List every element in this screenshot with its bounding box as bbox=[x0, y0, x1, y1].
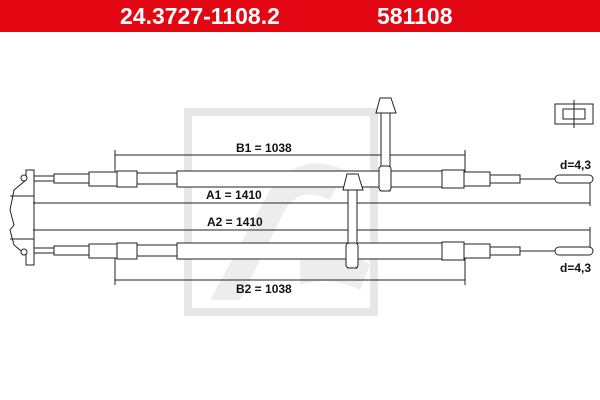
diameter-bottom: d=4,3 bbox=[560, 261, 591, 275]
dimension-a2: A2 = 1410 bbox=[207, 215, 263, 229]
title-bar: 24.3727-1108.2 581108 bbox=[0, 0, 600, 32]
cable-top bbox=[33, 169, 594, 189]
dimension-b1: B1 = 1038 bbox=[236, 141, 292, 155]
diameter-top: d=4,3 bbox=[560, 158, 591, 172]
dimension-b2: B2 = 1038 bbox=[236, 282, 292, 296]
reference-number: 581108 bbox=[377, 3, 453, 29]
bracket bbox=[9, 169, 35, 266]
dimension-lines bbox=[33, 150, 591, 285]
part-number: 24.3727-1108.2 bbox=[120, 3, 280, 29]
clip-bottom bbox=[342, 173, 364, 269]
cross-section-icon bbox=[554, 100, 594, 128]
cable-bottom bbox=[33, 241, 594, 261]
clip-top bbox=[375, 97, 397, 192]
dimension-a1: A1 = 1410 bbox=[206, 188, 262, 202]
